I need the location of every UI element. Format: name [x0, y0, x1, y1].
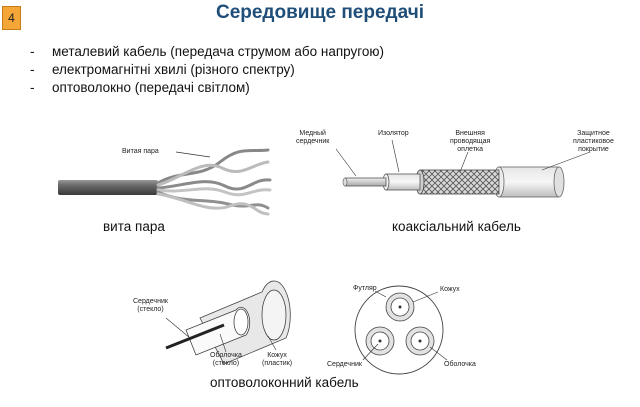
- fiber-cross-drawing: [354, 285, 448, 375]
- bullet-text: електромагнітні хвилі (різного спектру): [52, 62, 295, 77]
- coax-core-label: Медный сердечник: [296, 130, 330, 145]
- bullet-marker: -: [30, 80, 35, 95]
- fiber-outer-label: Футляр: [353, 285, 377, 292]
- fiber-jacket-label: Кожух (пластик): [262, 352, 293, 367]
- bullet-item: - оптоволокно (передачі світлом): [30, 79, 384, 97]
- twisted-pair-label: Витая пара: [122, 148, 159, 155]
- bullet-text: оптоволокно (передачі світлом): [52, 80, 250, 95]
- coax-drawing: [335, 139, 591, 198]
- bullet-marker: -: [30, 62, 35, 77]
- fiber-core-label: Сердечник (стекло): [133, 298, 168, 313]
- coax-insulator-label: Изолятор: [378, 130, 409, 137]
- coax-caption: коаксіальний кабель: [392, 219, 521, 234]
- fiber-cladding-label: Оболочка (стекло): [210, 352, 242, 367]
- fiber-side-drawing: [165, 280, 291, 365]
- coax-braid-label: Внешняя проводящая оплетка: [450, 130, 491, 153]
- bullet-list: - металевий кабель (передача струмом або …: [30, 43, 384, 97]
- fiber-cladding2-label: Оболочка: [444, 361, 476, 368]
- bullet-item: - електромагнітні хвилі (різного спектру): [30, 61, 384, 79]
- slide-title: Середовище передачі: [215, 2, 425, 23]
- coax-jacket-label: Защитное пластиковое покрытие: [573, 130, 614, 153]
- bullet-item: - металевий кабель (передача струмом або …: [30, 43, 384, 61]
- bullet-text: металевий кабель (передача струмом або н…: [52, 44, 385, 59]
- twisted-pair-caption: вита пара: [103, 219, 165, 234]
- fiber-sheath-label: Кожух: [440, 286, 460, 293]
- slide-number: 4: [2, 6, 21, 30]
- bullet-marker: -: [30, 44, 35, 59]
- fiber-core2-label: Сердечник: [327, 361, 362, 368]
- twisted-pair-drawing: [58, 148, 272, 216]
- fiber-caption: оптоволоконний кабель: [210, 375, 359, 390]
